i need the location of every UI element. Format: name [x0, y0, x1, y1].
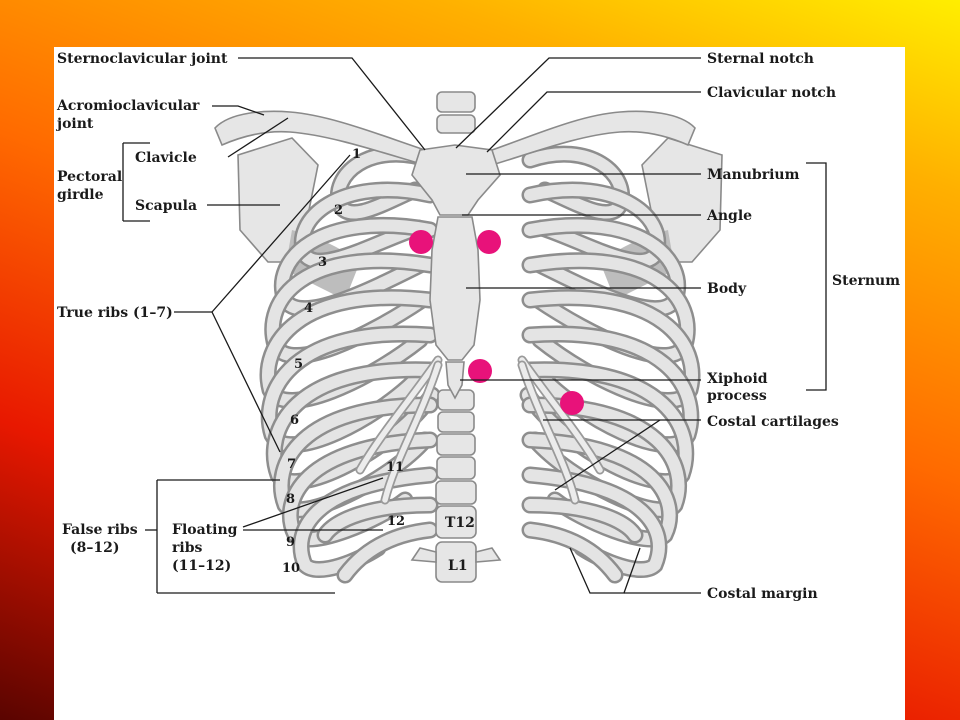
vertebral-column-illustration — [410, 91, 502, 583]
sternum-illustration — [411, 144, 501, 400]
marker-dot — [409, 230, 433, 254]
label-floating-ribs-2: ribs — [172, 540, 202, 556]
rib-number-11: 11 — [386, 460, 404, 475]
label-sternoclavicular-joint: Sternoclavicular joint — [57, 51, 228, 67]
label-sternal-notch: Sternal notch — [707, 51, 814, 67]
label-pectoral-girdle-2: girdle — [57, 187, 104, 203]
marker-dot — [560, 391, 584, 415]
label-floating-ribs-3: (11–12) — [172, 558, 231, 574]
label-true-ribs: True ribs (1–7) — [57, 305, 173, 321]
landmark-markers — [409, 230, 584, 415]
rib-number-7: 7 — [287, 457, 296, 472]
label-floating-ribs: Floating — [172, 522, 238, 538]
rib-number-9: 9 — [286, 535, 295, 550]
label-angle: Angle — [706, 208, 752, 224]
costal-cartilage-illustration — [355, 355, 605, 505]
rib-number-2: 2 — [334, 203, 343, 218]
label-costal-cartilages: Costal cartilages — [707, 414, 839, 430]
label-manubrium: Manubrium — [707, 167, 800, 183]
label-pectoral-girdle: Pectoral — [57, 169, 122, 185]
label-sternum: Sternum — [832, 273, 900, 289]
label-t12: T12 — [445, 515, 475, 531]
label-false-ribs-2: (8–12) — [70, 540, 119, 556]
label-xiphoid-process-2: process — [707, 388, 767, 404]
rib-number-5: 5 — [294, 357, 303, 372]
rib-number-10: 10 — [282, 561, 300, 576]
marker-dot — [468, 359, 492, 383]
rib-number-8: 8 — [286, 492, 295, 507]
label-xiphoid-process: Xiphoid — [707, 371, 768, 387]
rib-number-6: 6 — [290, 413, 299, 428]
label-false-ribs: False ribs — [62, 522, 138, 538]
label-clavicular-notch: Clavicular notch — [707, 85, 836, 101]
rib-number-1: 1 — [352, 147, 361, 162]
rib-number-labels: 1 2 3 4 5 6 7 8 9 10 11 12 — [282, 147, 405, 576]
rib-number-12: 12 — [387, 514, 405, 529]
label-l1: L1 — [448, 558, 468, 574]
label-body: Body — [707, 281, 747, 297]
label-acromioclavicular-joint: Acromioclavicular — [56, 98, 200, 114]
rib-number-4: 4 — [304, 301, 313, 316]
leader-lines — [122, 57, 827, 594]
label-scapula: Scapula — [135, 198, 197, 214]
label-acromioclavicular-joint-2: joint — [55, 116, 94, 132]
marker-dot — [477, 230, 501, 254]
ribs-illustration — [259, 145, 701, 584]
label-clavicle: Clavicle — [135, 150, 197, 166]
label-costal-margin: Costal margin — [707, 586, 818, 602]
rib-number-3: 3 — [318, 255, 327, 270]
